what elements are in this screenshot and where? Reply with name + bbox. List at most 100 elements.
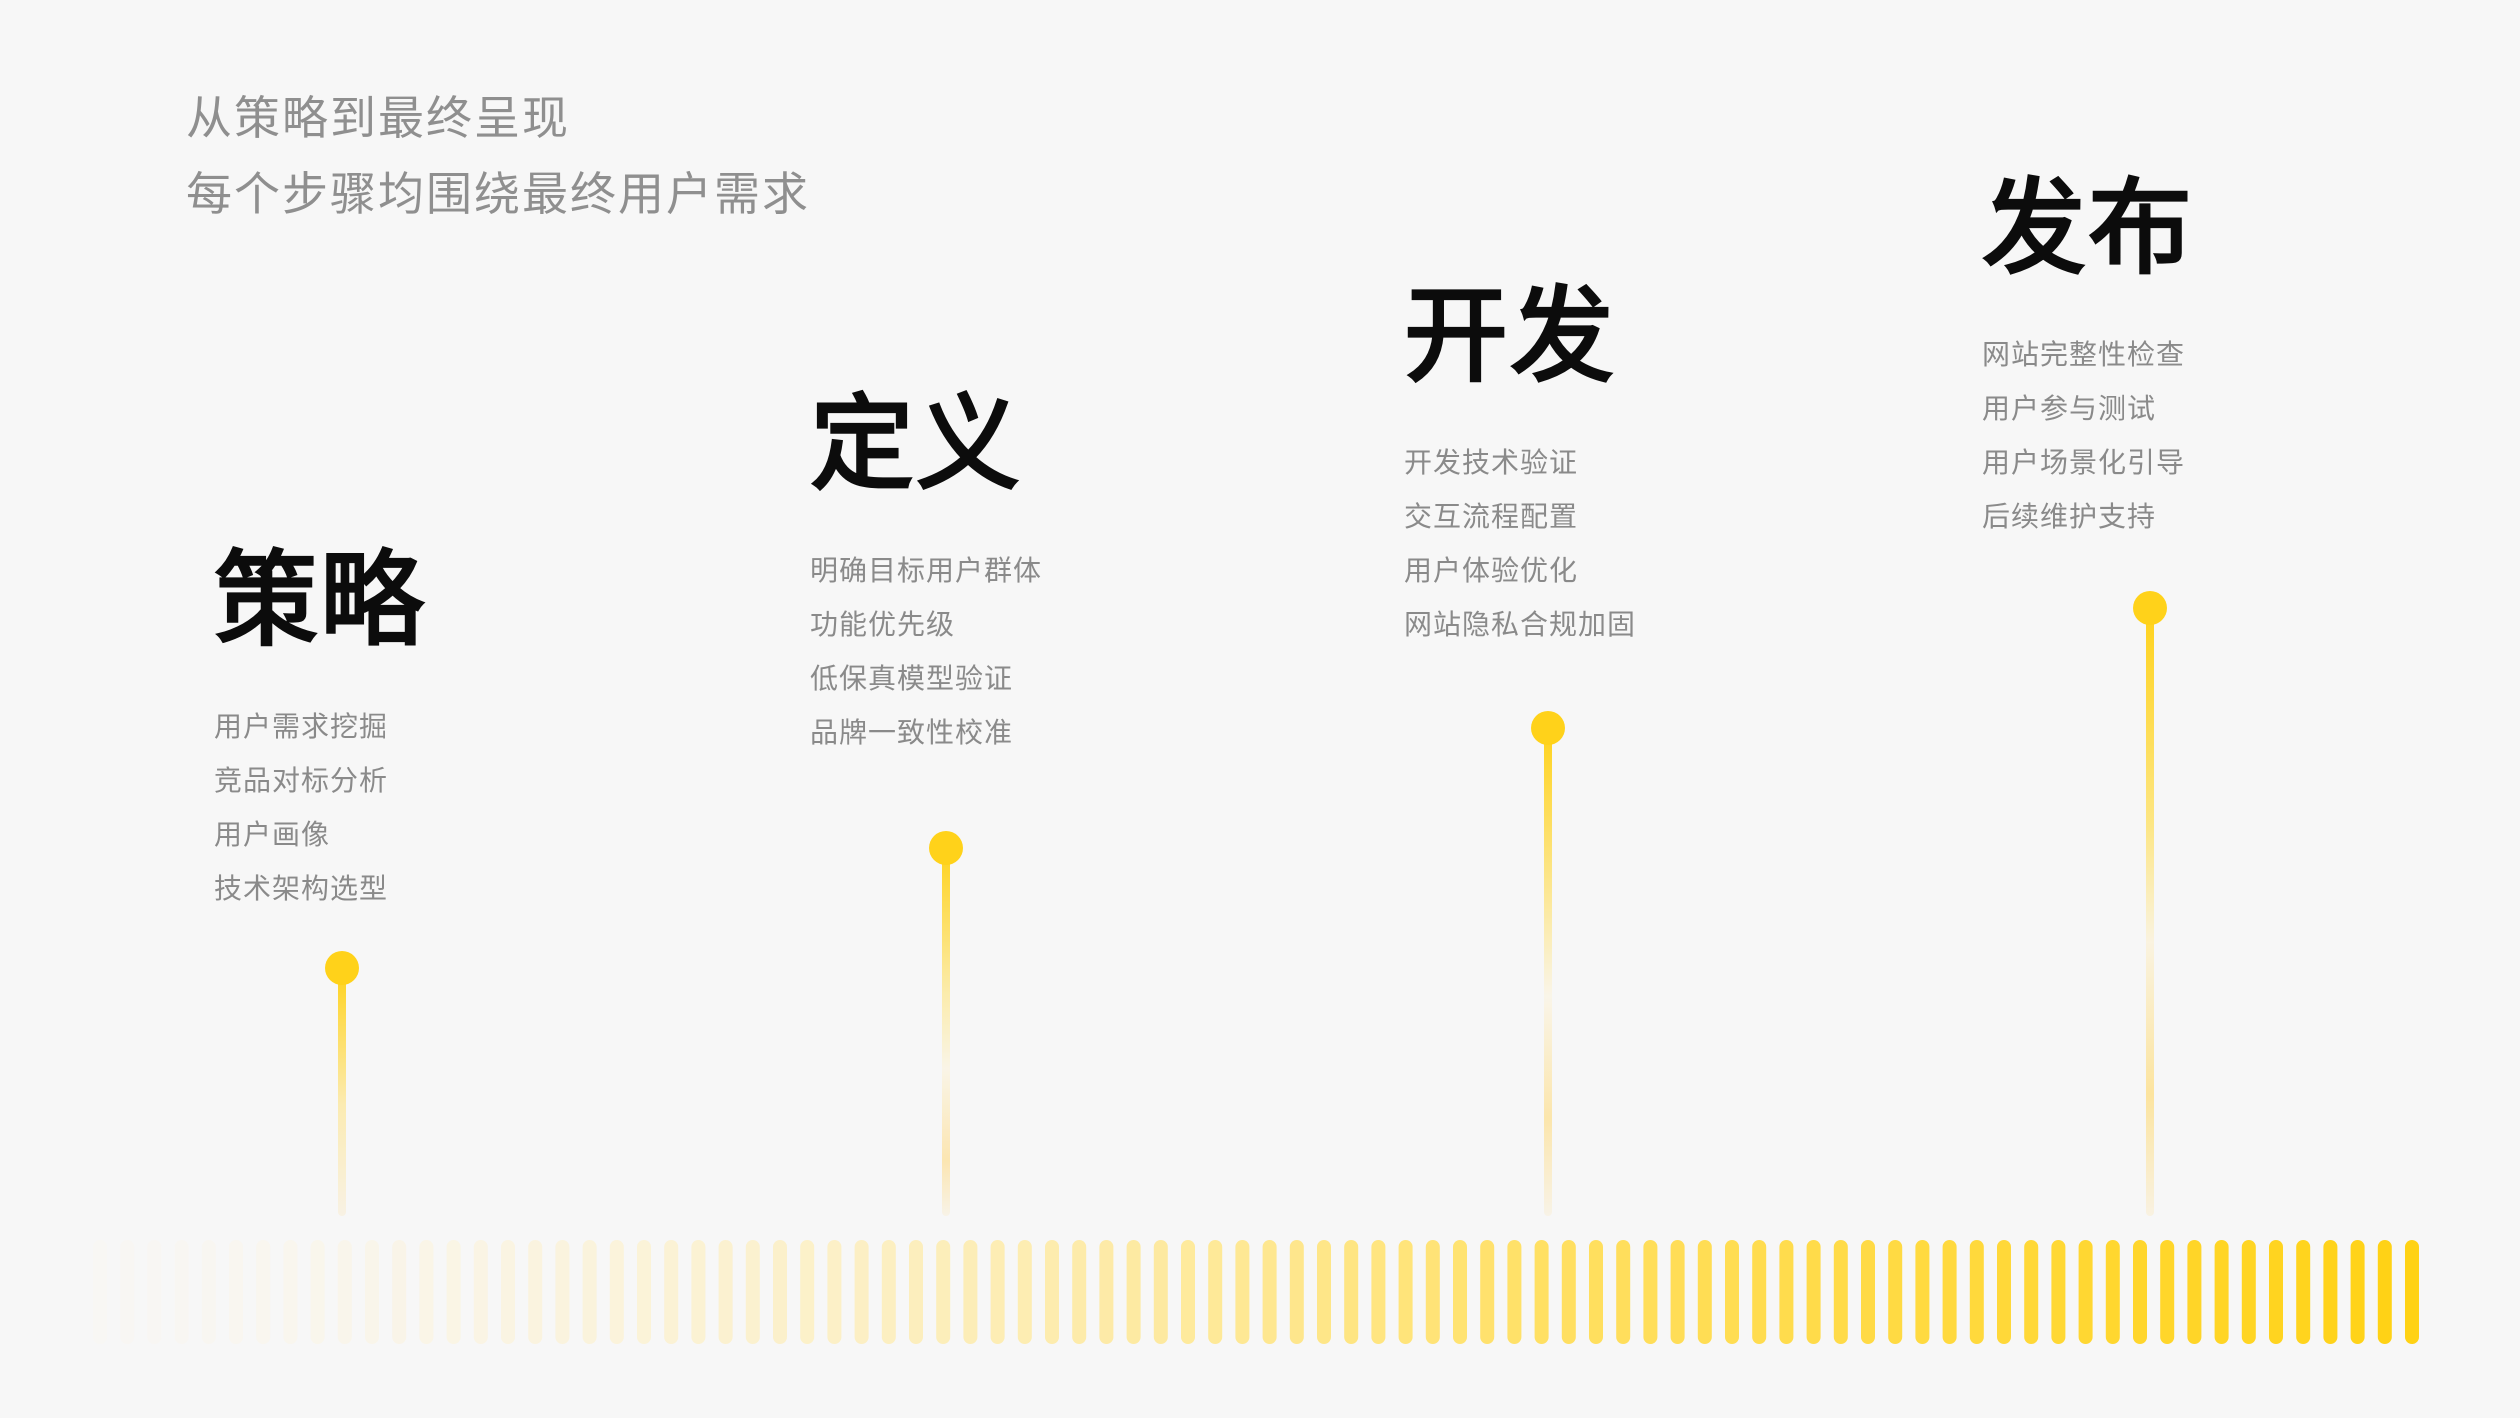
timeline-bar <box>1262 1240 1277 1344</box>
stage-item: 用户参与测试 <box>1982 392 2157 425</box>
timeline-bar <box>990 1240 1005 1344</box>
timeline-bar <box>2187 1240 2202 1344</box>
timeline-bar <box>1997 1240 2011 1344</box>
timeline-bar <box>501 1240 515 1344</box>
intro-text: 从策略到最终呈现 每个步骤均围绕最终用户需求 <box>186 80 810 232</box>
stage-item-list: 用户需求挖掘 竞品对标分析 用户画像 技术架构选型 <box>214 700 554 916</box>
timeline-bar <box>2269 1240 2283 1344</box>
timeline-bar <box>1507 1240 1522 1344</box>
timeline-bar <box>446 1240 461 1344</box>
timeline-bar <box>881 1240 896 1344</box>
pin-line-launch <box>2146 608 2154 1216</box>
timeline-bar <box>2105 1240 2120 1344</box>
timeline-bar <box>1888 1240 1903 1344</box>
timeline-bar <box>1643 1240 1658 1344</box>
timeline-bar <box>2323 1240 2338 1344</box>
timeline-bar <box>582 1240 597 1344</box>
stage-item: 功能优先级 <box>810 608 956 641</box>
stage-title: 策略 <box>214 539 427 661</box>
stage-item: 网站隐私合规加固 <box>1404 608 1637 641</box>
pin-line-strategy <box>338 968 346 1216</box>
timeline-bar <box>528 1240 543 1344</box>
timeline-bar <box>800 1240 815 1344</box>
timeline-bar <box>147 1240 162 1344</box>
timeline-bar <box>283 1240 298 1344</box>
timeline-bar <box>909 1240 923 1344</box>
timeline-bar <box>1697 1240 1712 1344</box>
timeline-bar <box>963 1240 978 1344</box>
pin-dot-strategy <box>325 951 359 985</box>
timeline-bar <box>1153 1240 1168 1344</box>
timeline-bar <box>2133 1240 2147 1344</box>
timeline-bar <box>609 1240 624 1344</box>
stage-item: 品牌一致性校准 <box>810 716 1014 749</box>
pin-dot-launch <box>2133 591 2167 625</box>
timeline-bar <box>2350 1240 2365 1344</box>
timeline-bar <box>1344 1240 1359 1344</box>
timeline-bar <box>419 1240 434 1344</box>
timeline-bar <box>854 1240 869 1344</box>
stage-item: 用户场景化引导 <box>1982 446 2186 479</box>
timeline-bar <box>2051 1240 2066 1344</box>
stage-item-list: 网站完整性检查 用户参与测试 用户场景化引导 后续维护支持 <box>1982 328 2322 544</box>
stage-title: 开发 <box>1404 275 1617 397</box>
timeline-bar <box>1371 1240 1386 1344</box>
timeline-bar <box>473 1240 488 1344</box>
timeline-bar <box>1915 1240 1930 1344</box>
timeline-bar <box>1398 1240 1413 1344</box>
intro-line-2: 每个步骤均围绕最终用户需求 <box>186 167 810 221</box>
stage-item-list: 明确目标用户群体 功能优先级 低保真模型验证 品牌一致性校准 <box>810 544 1150 760</box>
timeline-bar <box>637 1240 651 1344</box>
timeline-bar <box>1017 1240 1032 1344</box>
timeline-bar <box>1181 1240 1195 1344</box>
timeline-bar <box>936 1240 951 1344</box>
timeline-bar <box>1752 1240 1767 1344</box>
stage-development: 开发 开发技术验证 交互流程配置 用户体验优化 网站隐私合规加固 <box>1404 276 1744 652</box>
timeline-bar <box>827 1240 842 1344</box>
timeline-bar <box>1425 1240 1440 1344</box>
timeline-bar <box>1099 1240 1114 1344</box>
timeline-bar <box>1208 1240 1223 1344</box>
stage-item: 用户体验优化 <box>1404 554 1579 587</box>
pin-dot-definition <box>929 831 963 865</box>
timeline-bar <box>2241 1240 2256 1344</box>
pin-line-definition <box>942 848 950 1216</box>
stage-item: 用户画像 <box>214 818 331 851</box>
timeline-bar <box>201 1240 216 1344</box>
pin-line-development <box>1544 728 1552 1216</box>
timeline-bar <box>174 1240 189 1344</box>
timeline-bar <box>1725 1240 1739 1344</box>
timeline-bar <box>365 1240 379 1344</box>
stage-item-list: 开发技术验证 交互流程配置 用户体验优化 网站隐私合规加固 <box>1404 436 1744 652</box>
timeline-bar <box>664 1240 679 1344</box>
timeline-bar <box>2405 1240 2419 1344</box>
timeline-bar <box>1616 1240 1631 1344</box>
stage-item: 开发技术验证 <box>1404 446 1579 479</box>
timeline-bar <box>2024 1240 2039 1344</box>
timeline-bar <box>1289 1240 1304 1344</box>
stage-item: 明确目标用户群体 <box>810 554 1043 587</box>
stage-item: 低保真模型验证 <box>810 662 1014 695</box>
timeline-bar <box>1453 1240 1467 1344</box>
timeline-bar <box>555 1240 570 1344</box>
stage-item: 后续维护支持 <box>1982 500 2157 533</box>
stage-item: 竞品对标分析 <box>214 764 389 797</box>
timeline-bar <box>1833 1240 1848 1344</box>
stage-definition: 定义 明确目标用户群体 功能优先级 低保真模型验证 品牌一致性校准 <box>810 384 1150 760</box>
timeline-bar <box>1235 1240 1250 1344</box>
intro-line-1: 从策略到最终呈现 <box>186 91 570 145</box>
timeline-bar <box>310 1240 325 1344</box>
timeline-bar <box>2078 1240 2093 1344</box>
timeline-bar <box>718 1240 733 1344</box>
timeline-bar <box>1126 1240 1141 1344</box>
stage-item: 用户需求挖掘 <box>214 710 389 743</box>
timeline-bar <box>1969 1240 1984 1344</box>
timeline-bar <box>1480 1240 1495 1344</box>
stage-title: 发布 <box>1982 167 2195 289</box>
stage-launch: 发布 网站完整性检查 用户参与测试 用户场景化引导 后续维护支持 <box>1982 168 2322 544</box>
timeline-bar <box>1045 1240 1059 1344</box>
stage-item: 交互流程配置 <box>1404 500 1579 533</box>
timeline-bar <box>1670 1240 1685 1344</box>
timeline-bar <box>773 1240 787 1344</box>
stage-strategy: 策略 用户需求挖掘 竞品对标分析 用户画像 技术架构选型 <box>214 540 554 916</box>
